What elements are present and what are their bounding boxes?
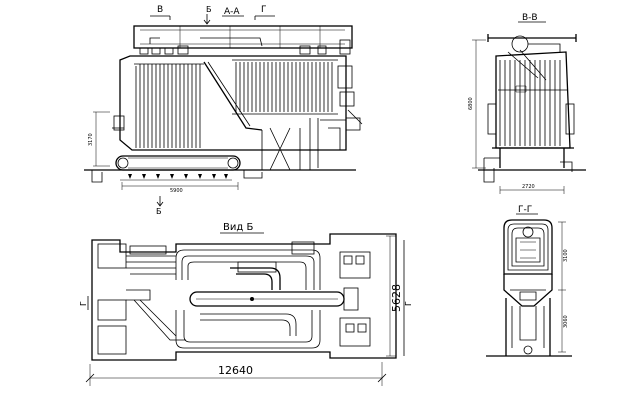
section-aa-title: А-А xyxy=(224,7,240,17)
view-b-title: Вид Б xyxy=(223,222,253,233)
right-tube-bank xyxy=(232,59,338,115)
section-marker-b-bottom: Б xyxy=(156,207,162,216)
section-marker-v: В xyxy=(157,5,163,15)
section-vv-title: В-В xyxy=(522,13,538,23)
dim-height-vv: 6800 xyxy=(468,97,474,110)
section-marker-b: Б xyxy=(206,5,212,14)
section-marker-g: Г xyxy=(261,5,267,15)
dim-length-view-b: 12640 xyxy=(218,364,253,377)
dim-width-aa: 5900 xyxy=(170,188,183,194)
dim-width-vv: 2720 xyxy=(522,184,535,190)
view-b-plan: Вид Б xyxy=(79,222,413,386)
dim-height-aa: 3170 xyxy=(88,133,94,146)
dim-width-view-b: 5628 xyxy=(390,284,403,312)
section-vv-view: В-В 6800 2720 xyxy=(468,13,586,194)
dim-upper-gg: 3100 xyxy=(563,249,569,262)
view-b-marker-right: Г xyxy=(404,301,413,306)
section-gg-view: Г-Г 3100 3060 xyxy=(486,205,572,357)
chain-grate xyxy=(115,155,241,171)
section-gg-title: Г-Г xyxy=(518,205,532,215)
central-drum xyxy=(189,287,359,311)
view-b-marker-left: Г xyxy=(79,301,88,306)
pipe-loops xyxy=(175,249,321,349)
section-aa-view: В Б А-А Г xyxy=(84,5,363,216)
dim-lower-gg: 3060 xyxy=(563,315,569,328)
left-tube-bank xyxy=(134,63,204,148)
air-nozzles xyxy=(120,174,232,181)
top-fittings xyxy=(139,37,351,55)
